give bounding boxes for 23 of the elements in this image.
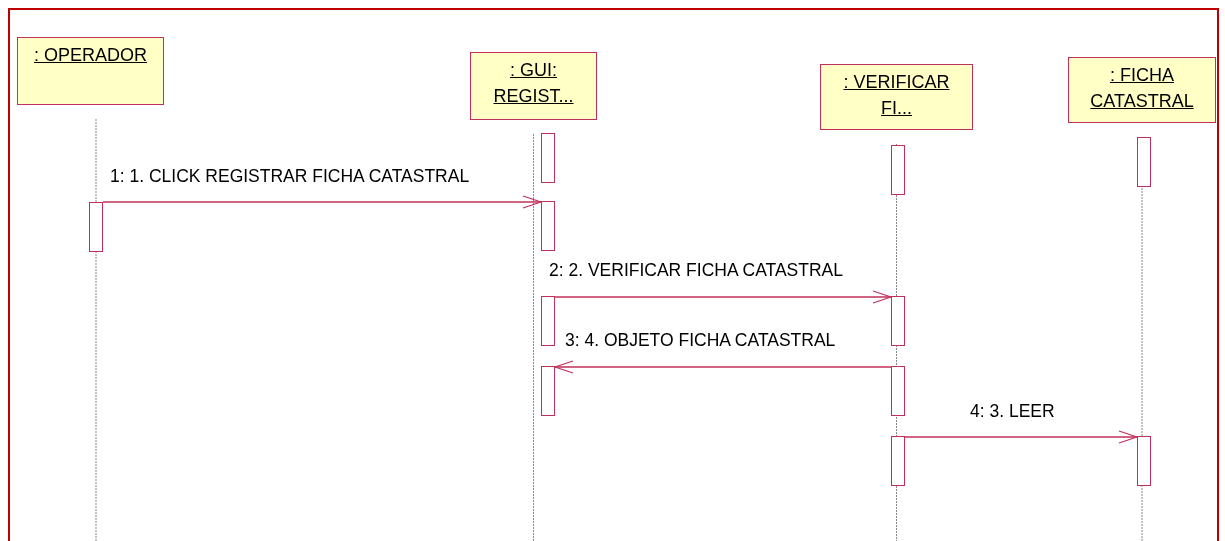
- object-name: : OPERADOR: [34, 44, 147, 67]
- object-name: : FICHA CATASTRAL: [1089, 64, 1195, 113]
- message-arrow: [554, 290, 892, 304]
- message-arrow: [904, 430, 1138, 444]
- object-box: [820, 64, 973, 130]
- object-box: [1068, 57, 1216, 123]
- object-box: [470, 52, 597, 120]
- activation-bar: [541, 296, 555, 346]
- activation-bar: [541, 133, 555, 183]
- activation-bar: [891, 145, 905, 195]
- activation-bar: [891, 436, 905, 486]
- activation-bar: [891, 366, 905, 416]
- object-name: : GUI: REGIST...: [492, 59, 575, 108]
- activation-bar: [1137, 436, 1151, 486]
- message-arrow: [102, 195, 542, 209]
- activation-bar: [541, 201, 555, 251]
- activation-bar: [541, 366, 555, 416]
- activation-bar: [1137, 137, 1151, 187]
- message-arrow: [554, 360, 892, 374]
- object-name: : VERIFICAR FI...: [842, 71, 951, 120]
- activation-bar: [89, 202, 103, 252]
- object-box: [17, 37, 164, 105]
- activation-bar: [891, 296, 905, 346]
